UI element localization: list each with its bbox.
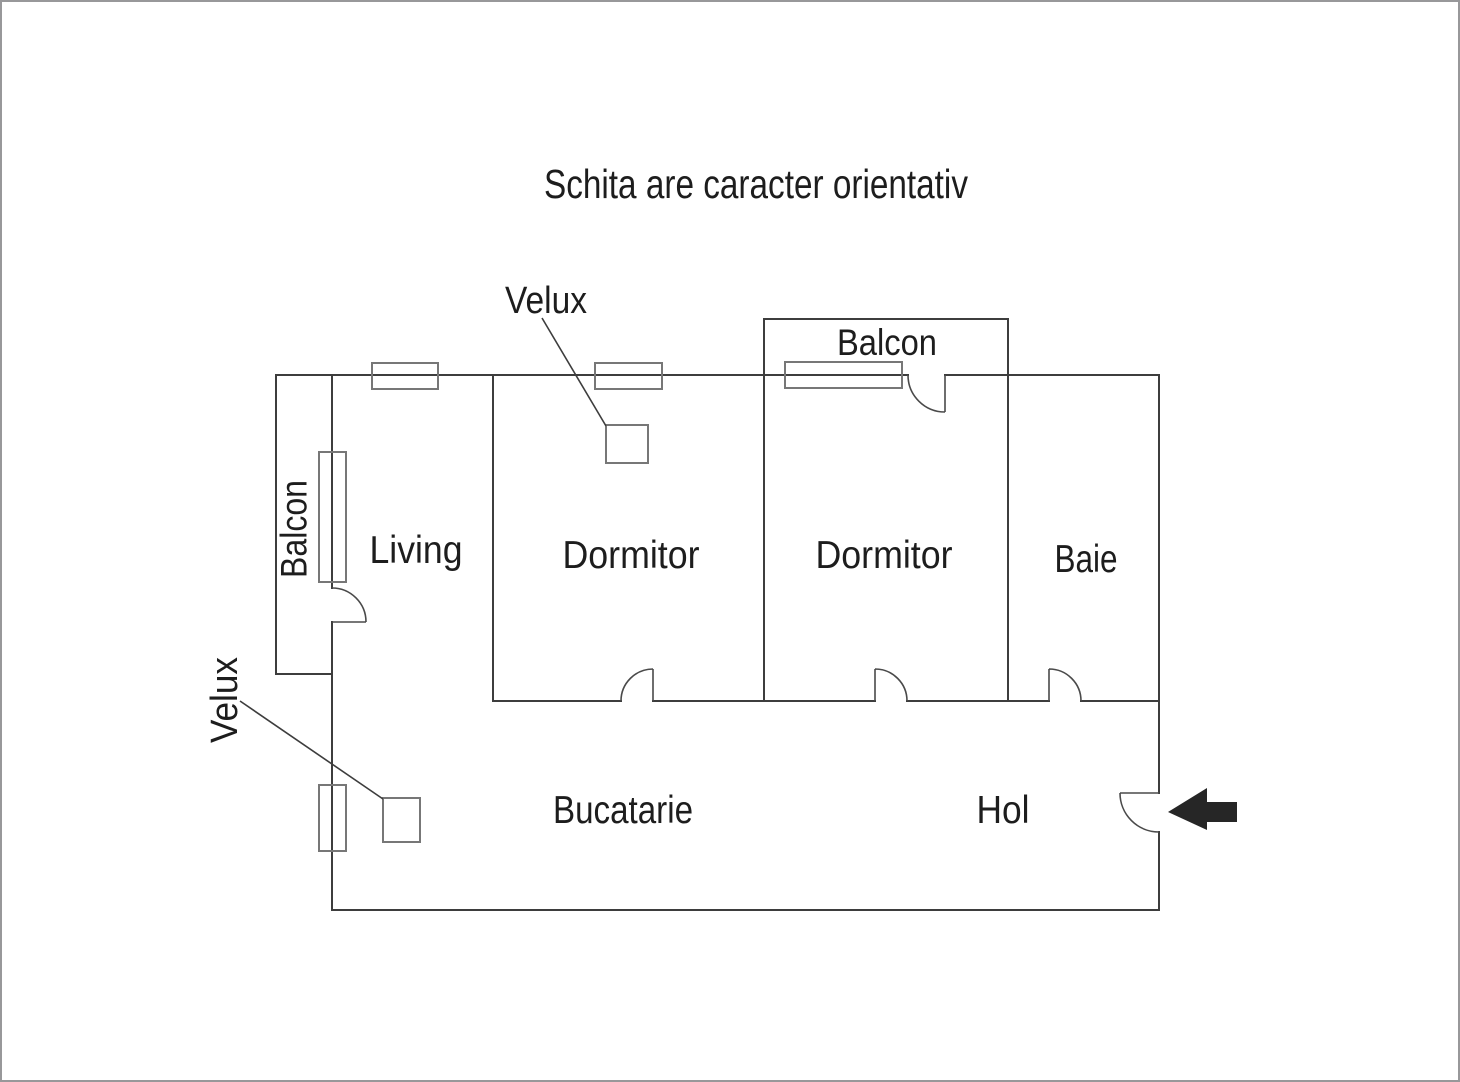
door-dormitor1 xyxy=(620,668,654,702)
leader-line-velux-left xyxy=(239,700,384,800)
door-baie xyxy=(1048,668,1082,702)
window-balcony-top xyxy=(784,361,903,389)
walls xyxy=(275,318,1160,911)
skylight-square-kitchen xyxy=(382,797,421,843)
skylight-square-dormitor1 xyxy=(605,424,649,464)
skylight-label-top: Velux xyxy=(505,280,587,322)
door-entrance xyxy=(1119,792,1160,833)
balcony-label-top: Balcon xyxy=(837,322,937,363)
door-living-balcony xyxy=(331,587,367,623)
room-label-hol: Hol xyxy=(977,789,1030,832)
room-label-dormitor2: Dormitor xyxy=(816,534,953,577)
window-dormitor1-top xyxy=(594,362,663,390)
room-label-dormitor1: Dormitor xyxy=(563,534,700,577)
skylight-label-left: Velux xyxy=(204,657,246,743)
window-living-top xyxy=(371,362,439,390)
entrance-arrow-icon xyxy=(1168,788,1237,830)
balcony-label-left: Balcon xyxy=(274,480,315,578)
door-balcony-top xyxy=(907,374,946,413)
windows xyxy=(318,361,903,852)
leader-lines xyxy=(239,317,607,800)
room-label-baie: Baie xyxy=(1055,538,1118,581)
skylight-squares xyxy=(382,424,649,843)
door-dormitor2 xyxy=(874,668,908,702)
window-kitchen-left xyxy=(318,784,347,852)
room-label-living: Living xyxy=(370,529,463,572)
window-balcony-left xyxy=(318,451,347,583)
room-label-bucatarie: Bucatarie xyxy=(553,789,693,832)
balcony-left-outline xyxy=(275,374,333,675)
doors xyxy=(331,374,1160,833)
page-title: Schita are caracter orientativ xyxy=(544,161,968,207)
leader-line-velux-top xyxy=(541,317,607,427)
labels: Schita are caracter orientativ Living Do… xyxy=(204,161,1118,832)
